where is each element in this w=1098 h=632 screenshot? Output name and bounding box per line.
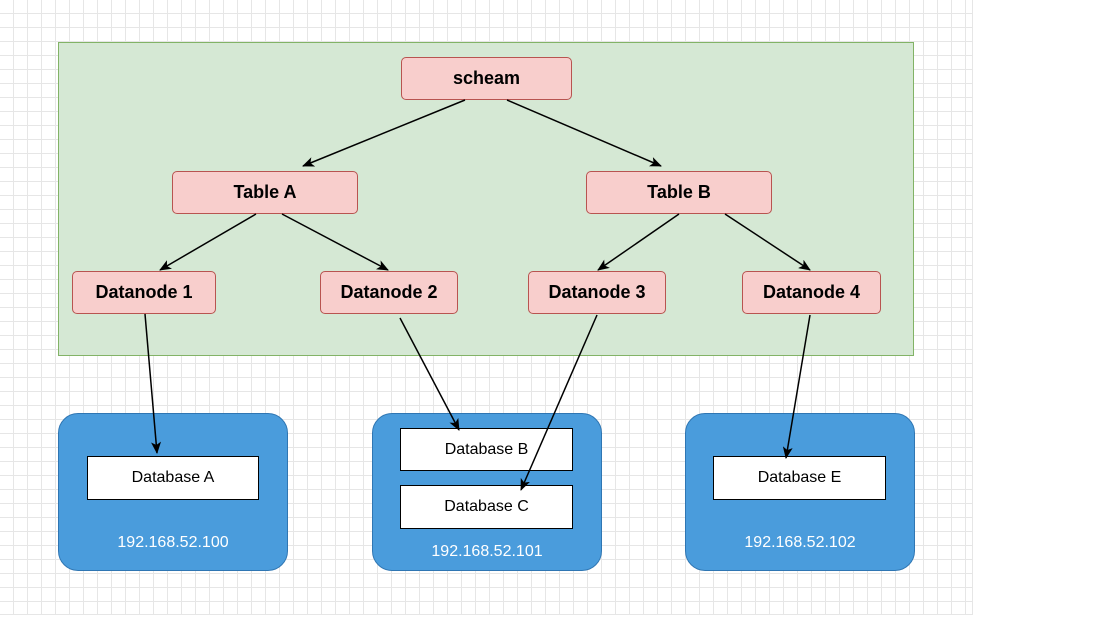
node-label: Datanode 3 [548, 282, 646, 302]
database-b[interactable]: Database B [400, 428, 573, 471]
node-datanode-2[interactable]: Datanode 2 [320, 271, 458, 314]
database-e[interactable]: Database E [713, 456, 886, 500]
node-table-b[interactable]: Table B [586, 171, 772, 214]
database-a[interactable]: Database A [87, 456, 259, 500]
node-scheam[interactable]: scheam [401, 57, 572, 100]
node-label: Datanode 2 [340, 282, 438, 302]
database-label: Database E [757, 469, 842, 486]
database-label: Database A [131, 469, 215, 486]
database-label: Database B [444, 440, 529, 458]
server-ip-1: 192.168.52.100 [117, 534, 229, 551]
server-ip-2: 192.168.52.101 [431, 543, 543, 560]
database-c[interactable]: Database C [400, 485, 573, 529]
node-label: scheam [452, 68, 521, 88]
node-label: Table B [647, 182, 711, 202]
node-label: Table A [233, 182, 297, 202]
node-table-a[interactable]: Table A [172, 171, 358, 214]
server-ip-3: 192.168.52.102 [744, 534, 856, 551]
node-label: Datanode 4 [762, 282, 861, 302]
node-datanode-3[interactable]: Datanode 3 [528, 271, 666, 314]
database-label: Database C [444, 498, 529, 515]
node-datanode-1[interactable]: Datanode 1 [72, 271, 216, 314]
node-datanode-4[interactable]: Datanode 4 [742, 271, 881, 314]
node-label: Datanode 1 [95, 282, 193, 302]
